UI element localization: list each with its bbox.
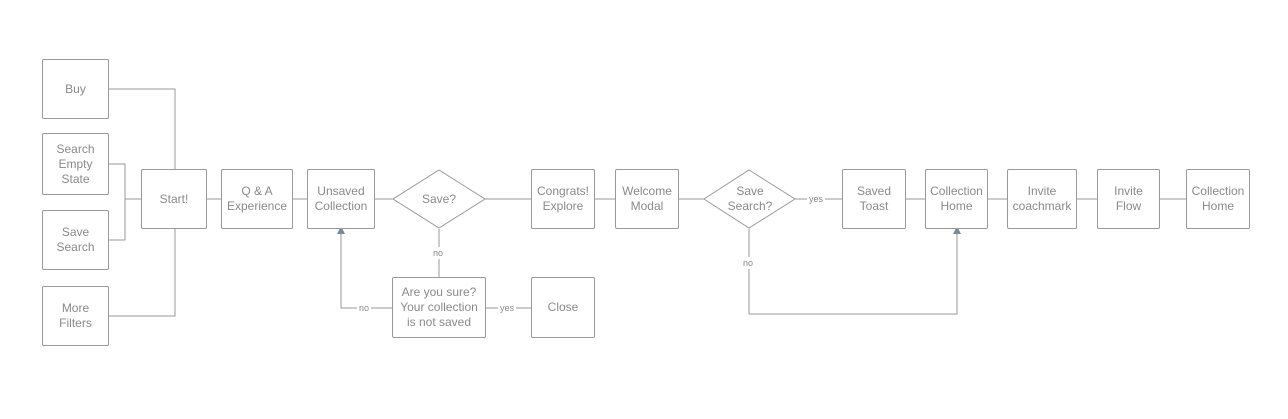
edge-label-search-yes: yes [807, 193, 826, 205]
label-save-decision: Save? [421, 191, 457, 206]
save-decision-diamond [392, 169, 486, 229]
edge-savesearch-no [748, 226, 961, 315]
node-close: Close [531, 277, 595, 338]
node-collection-home: Collection Home [925, 169, 988, 229]
node-buy: Buy [42, 59, 109, 119]
node-save-search: Save Search [42, 210, 109, 270]
node-collection-home-final: Collection Home [1186, 169, 1250, 229]
edge-label-search-no: no [741, 257, 756, 269]
node-invite-flow: Invite Flow [1097, 169, 1160, 229]
node-welcome-modal: Welcome Modal [615, 169, 679, 229]
edge-label-sure-yes: yes [498, 302, 517, 314]
label-save-search-decision: Save Search? [727, 184, 773, 213]
edge-label-sure-no: no [357, 302, 372, 314]
node-invite-coachmark: Invite coachmark [1007, 169, 1077, 229]
node-unsaved-collection: Unsaved Collection [307, 169, 375, 229]
save-search-decision-diamond [703, 169, 796, 229]
node-saved-toast: Saved Toast [842, 169, 906, 229]
node-more-filters: More Filters [42, 286, 109, 346]
node-search-empty-state: Search Empty State [42, 133, 109, 195]
node-congrats-explore: Congrats! Explore [531, 169, 595, 229]
node-qa-experience: Q & A Experience [221, 169, 293, 229]
node-start: Start! [141, 169, 207, 229]
edge-more-filters-start [109, 229, 176, 317]
edge-label-save-no: no [431, 247, 446, 259]
edge-sure-no [337, 226, 393, 309]
edge-buy-start [109, 88, 176, 170]
node-are-you-sure: Are you sure? Your collection is not sav… [392, 277, 486, 338]
edge-search-empty-start [109, 163, 126, 241]
